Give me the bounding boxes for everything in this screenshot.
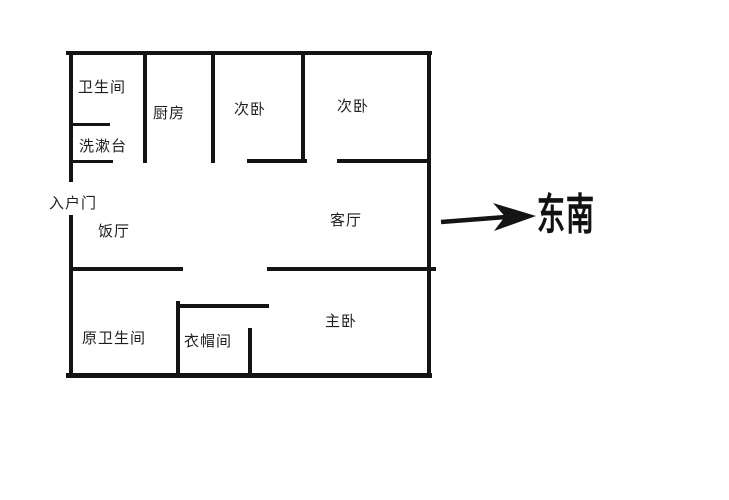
southeast-arrow-icon (440, 203, 536, 231)
wall-bath-kitchen-divider (143, 55, 147, 163)
wall-bed2-bottom (337, 159, 429, 163)
room-label-cloakroom: 衣帽间 (184, 332, 233, 350)
wall-cloakroom-left (176, 301, 180, 376)
wall-bed1-bottom (247, 159, 307, 163)
wall-outer-right (427, 51, 431, 378)
wall-living-bottom (267, 267, 436, 271)
room-label-bathroom: 卫生间 (78, 78, 127, 96)
wall-kitchen-bed1-divider (211, 55, 215, 163)
room-label-living-room: 客厅 (330, 211, 363, 229)
compass: 东南 (438, 189, 598, 248)
wall-washstand-bottom-stub (70, 160, 113, 163)
compass-direction-label: 东南 (537, 189, 596, 241)
room-label-dining-room: 饭厅 (98, 222, 131, 240)
room-label-entry-door: 入户门 (49, 194, 98, 212)
wall-dining-bottom (71, 267, 183, 271)
room-label-master-bedroom: 主卧 (325, 312, 358, 330)
room-label-second-bedroom-1: 次卧 (234, 100, 267, 118)
wall-outer-left-upper (69, 51, 73, 182)
room-label-old-bathroom: 原卫生间 (82, 329, 147, 347)
room-label-washstand: 洗漱台 (79, 137, 128, 155)
wall-bathroom-bottom-stub (70, 123, 110, 126)
room-label-second-bedroom-2: 次卧 (337, 97, 370, 115)
wall-outer-left-lower (69, 215, 73, 378)
wall-cloakroom-right (248, 328, 252, 376)
wall-outer-top (66, 51, 432, 55)
room-label-kitchen: 厨房 (153, 104, 186, 122)
wall-bed1-bed2-divider (301, 55, 305, 162)
wall-cloakroom-top (177, 304, 269, 308)
